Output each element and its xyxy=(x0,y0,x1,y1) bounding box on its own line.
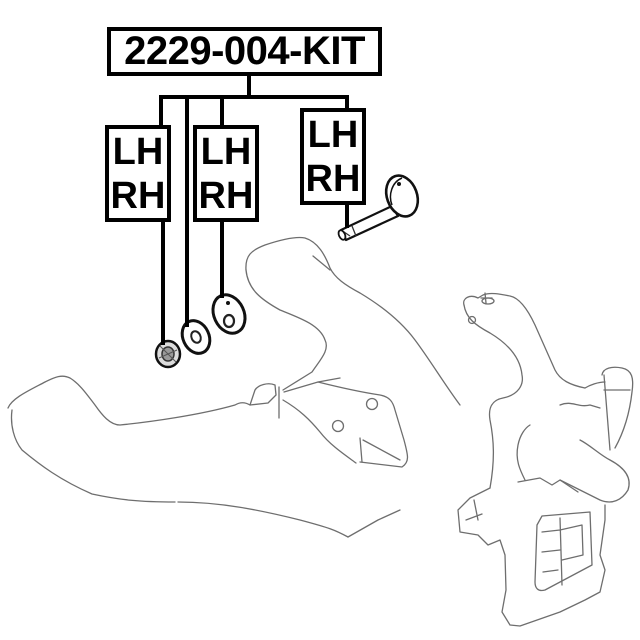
callout-rh-text: RH xyxy=(305,157,361,200)
eccentric-washer xyxy=(211,293,247,335)
cam-bolt xyxy=(337,174,420,242)
lower-control-arm xyxy=(7,236,461,538)
callout-lh-text: LH xyxy=(200,130,252,173)
flat-washer xyxy=(180,319,212,355)
callout-lh-text: LH xyxy=(112,130,164,173)
callout-cam-bolt-side-label: LH RH xyxy=(300,108,366,205)
steering-knuckle xyxy=(457,292,634,627)
callout-lh-text: LH xyxy=(307,113,359,156)
callout-rh-text: RH xyxy=(198,174,254,217)
callout-eccentric-washer-side-label: LH RH xyxy=(193,125,259,222)
callout-nut-side-label: LH RH xyxy=(105,125,171,222)
nut xyxy=(154,339,182,369)
callout-rh-text: RH xyxy=(110,174,166,217)
part-number-label: 2229-004-KIT xyxy=(107,27,382,76)
part-number-text: 2229-004-KIT xyxy=(124,29,365,73)
leader-lines xyxy=(159,73,349,345)
